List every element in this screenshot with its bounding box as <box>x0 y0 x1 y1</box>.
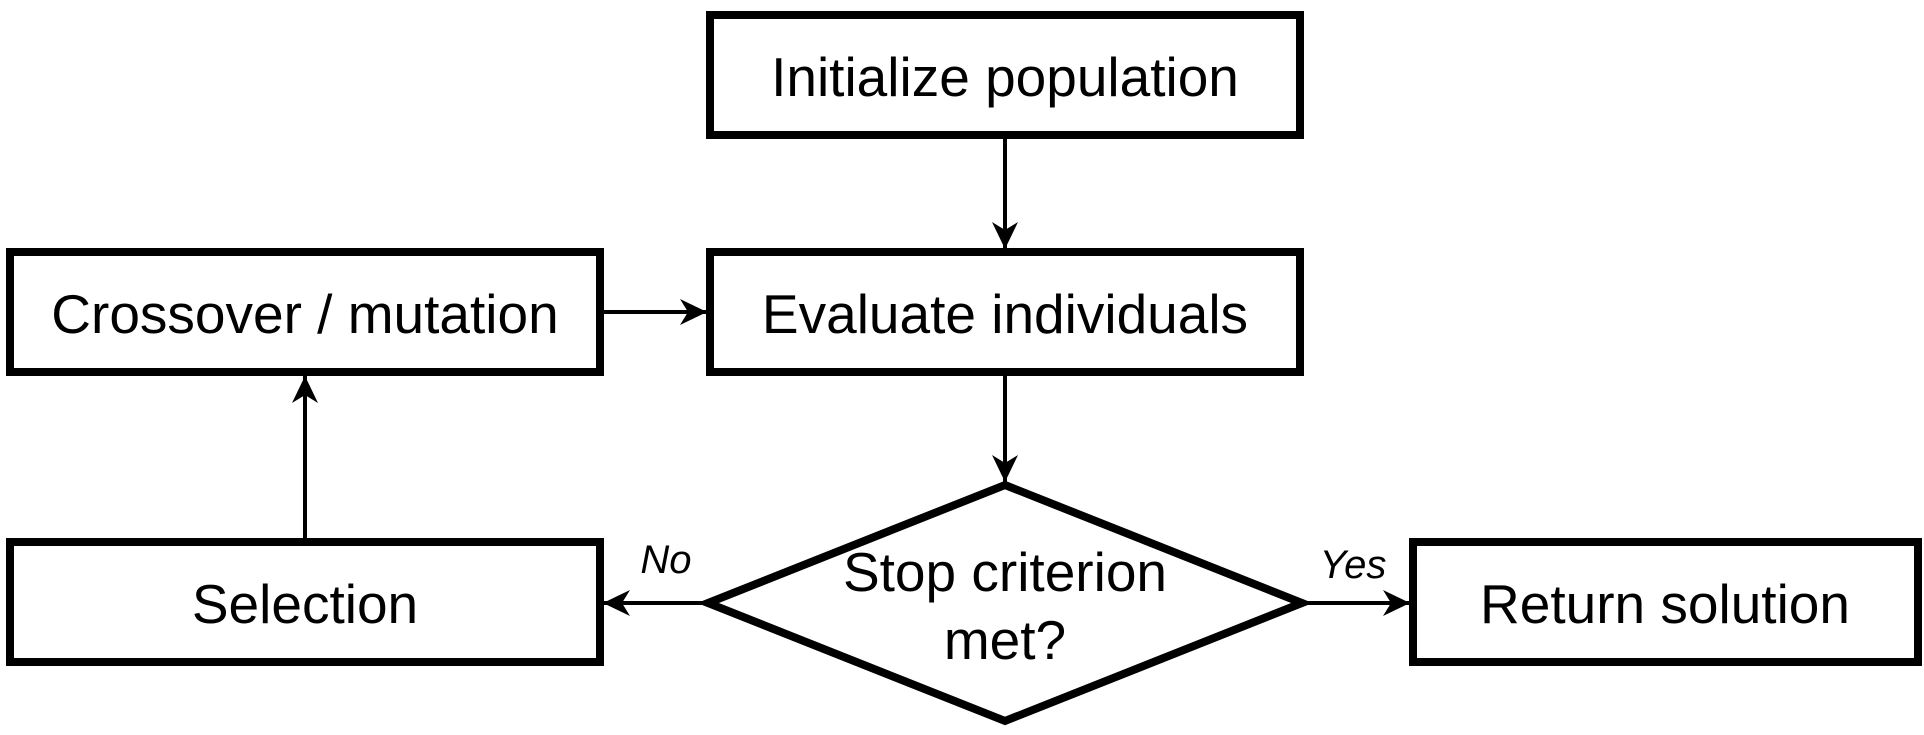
initialize-population-label: Initialize population <box>771 46 1239 108</box>
selection-label: Selection <box>192 573 418 635</box>
evaluate-individuals-node <box>706 248 1304 376</box>
initialize-population-node <box>706 11 1304 139</box>
return-solution-label: Return solution <box>1480 573 1850 635</box>
stop-criterion-decision-node <box>697 480 1313 726</box>
nodes-group: Initialize population Evaluate individua… <box>6 11 1922 726</box>
edge-label-yes: Yes <box>1320 543 1387 587</box>
stop-criterion-label-line2: met? <box>944 609 1066 671</box>
return-solution-node <box>1409 538 1922 666</box>
selection-node <box>6 538 604 666</box>
edge-labels-group: No Yes <box>640 538 1386 587</box>
edge-label-no: No <box>640 538 691 582</box>
evaluate-individuals-label: Evaluate individuals <box>762 283 1248 345</box>
crossover-mutation-label: Crossover / mutation <box>51 283 558 345</box>
edges-group <box>292 139 1410 616</box>
stop-criterion-label-line1: Stop criterion <box>843 541 1167 603</box>
crossover-mutation-node <box>6 248 604 376</box>
